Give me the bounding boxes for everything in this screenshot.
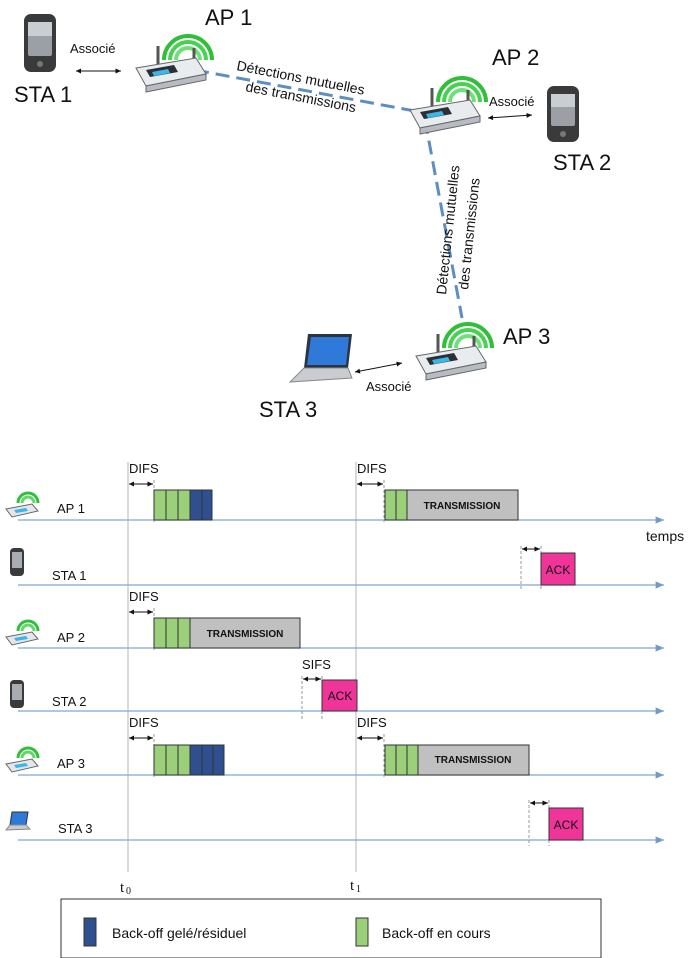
sta3-laptop-icon — [288, 334, 353, 383]
legend-frozen-swatch — [83, 917, 97, 947]
row-label-sta1: STA 1 — [52, 568, 86, 583]
ap2-label: AP 2 — [492, 45, 539, 70]
ap1-backoff-ongoing — [165, 489, 179, 521]
ap1-difs-label-t0: DIFS — [129, 461, 159, 476]
row-sta1-phone-icon — [10, 548, 24, 576]
row-label-ap1: AP 1 — [57, 501, 85, 516]
ap3-backoff-frozen — [201, 744, 214, 776]
mutual-detection-link-ap1-ap2 — [194, 68, 421, 114]
legend-box — [60, 898, 602, 958]
sta1-ack-block — [540, 552, 576, 586]
ap1-difs-label-t1: DIFS — [357, 461, 387, 476]
svg-text:1: 1 — [356, 884, 361, 895]
row-ap2-access-point-icon — [5, 619, 40, 646]
sta2-assoc-label: Associé — [489, 94, 535, 109]
sta1-label: STA 1 — [14, 82, 72, 107]
svg-text:t: t — [350, 878, 355, 894]
time-axis-label: temps — [646, 528, 684, 544]
ap3-backoff-ongoing — [165, 744, 179, 776]
sta2-label: STA 2 — [553, 150, 611, 175]
ap1-transmission-block — [406, 489, 519, 521]
ap3-backoff-frozen — [189, 744, 203, 776]
ap2-transmission-label: TRANSMISSION — [207, 629, 284, 640]
ap1-backoff-ongoing — [395, 489, 408, 521]
ap3-transmission-label: TRANSMISSION — [435, 755, 512, 766]
ap2-backoff-ongoing — [177, 617, 191, 649]
t1-label: t 1 — [350, 878, 361, 895]
ap3-backoff-ongoing — [153, 744, 167, 776]
sta3-ack-label: ACK — [554, 818, 579, 832]
sta2-phone-icon — [547, 86, 579, 142]
ap1-backoff-ongoing — [153, 489, 167, 521]
sta3-ap3-assoc-arrow — [354, 361, 403, 374]
ap3-backoff-ongoing — [177, 744, 191, 776]
sta1-ack-label: ACK — [546, 563, 571, 577]
ap3-backoff-ongoing — [406, 744, 419, 776]
row-sta3-laptop-icon — [4, 811, 32, 831]
ap3-difs-label-t0: DIFS — [129, 715, 159, 730]
mutual-detection-link-ap2-ap3 — [423, 119, 464, 319]
row-sta2-phone-icon — [10, 680, 24, 708]
ap1-transmission-label: TRANSMISSION — [424, 501, 501, 512]
row-ap1-access-point-icon — [5, 491, 40, 518]
ap2-router-icon — [409, 76, 488, 135]
sta3-label: STA 3 — [259, 397, 317, 422]
legend-ongoing-label: Back-off en cours — [382, 925, 491, 941]
ap2-backoff-ongoing — [153, 617, 167, 649]
legend-frozen-label: Back-off gelé/résiduel — [112, 925, 246, 941]
legend-ongoing-swatch — [355, 917, 369, 947]
ap3-backoff-frozen — [212, 744, 225, 776]
row-label-ap3: AP 3 — [57, 756, 85, 771]
ap2-sta2-assoc-arrow — [487, 112, 533, 121]
sta2-sifs-label: SIFS — [302, 657, 331, 672]
ap3-backoff-ongoing — [395, 744, 408, 776]
ap1-backoff-ongoing — [384, 489, 397, 521]
ap1-backoff-ongoing — [177, 489, 191, 521]
row-label-sta3: STA 3 — [58, 821, 92, 836]
sta2-ack-block — [321, 679, 358, 712]
ap3-transmission-block — [417, 744, 530, 776]
sta2-ack-label: ACK — [328, 689, 353, 703]
row-label-ap2: AP 2 — [57, 630, 85, 645]
svg-text:t: t — [120, 880, 125, 896]
ap3-router-icon — [415, 322, 494, 381]
ap1-router-icon — [135, 34, 214, 93]
ap1-backoff-frozen — [189, 489, 203, 521]
ap3-difs-label-t1: DIFS — [357, 715, 387, 730]
ap3-backoff-ongoing — [384, 744, 397, 776]
sta3-assoc-label: Associé — [366, 379, 412, 394]
svg-text:0: 0 — [126, 886, 131, 897]
ap2-backoff-ongoing — [165, 617, 179, 649]
sta3-ack-block — [548, 807, 584, 841]
sta1-phone-icon — [24, 14, 56, 72]
ap2-difs-label: DIFS — [129, 589, 159, 604]
row-label-sta2: STA 2 — [52, 694, 86, 709]
row-ap3-access-point-icon — [5, 746, 40, 773]
ap3-label: AP 3 — [503, 324, 550, 349]
ap1-backoff-frozen — [201, 489, 213, 521]
ap1-label: AP 1 — [205, 5, 252, 30]
ap2-transmission-block — [189, 617, 301, 649]
t0-label: t 0 — [120, 880, 131, 897]
sta1-assoc-label: Associé — [70, 41, 116, 56]
